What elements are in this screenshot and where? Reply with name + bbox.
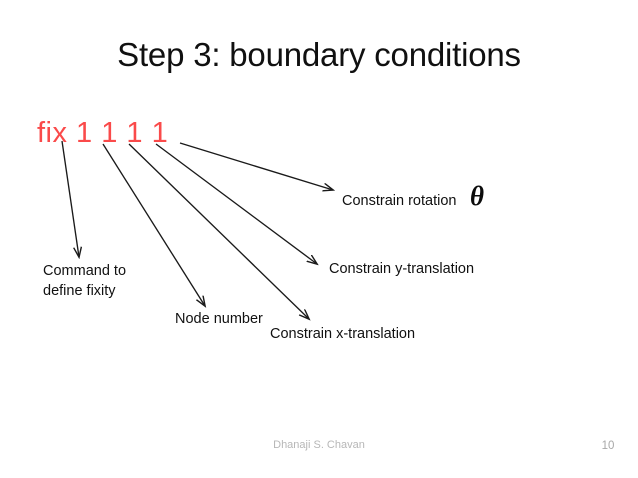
arrow-to-constrain-x-translation <box>128 143 309 319</box>
label-command-to-define-fixity-line1: Command to <box>43 263 127 279</box>
label-command-to-define-fixity: Command to define fixity <box>43 261 126 301</box>
page-title: Step 3: boundary conditions <box>117 36 521 73</box>
footer-page-number: 10 <box>601 440 615 452</box>
label-command-to-define-fixity-line2: define fixity <box>43 283 116 299</box>
label-constrain-x-translation: Constrain x-translation <box>270 326 416 342</box>
arrow-to-constrain-rotation <box>179 142 333 190</box>
fix-command-text: fix 1 1 1 1 <box>37 117 169 149</box>
label-constrain-y-translation: Constrain y-translation <box>329 261 475 277</box>
footer-author: Dhanaji S. Chavan <box>273 439 365 451</box>
label-node-number: Node number <box>175 311 263 327</box>
label-constrain-rotation: Constrain rotation <box>342 193 457 209</box>
arrow-to-constrain-y-translation <box>155 143 317 264</box>
theta-symbol-icon: θ <box>470 181 485 211</box>
arrow-to-command-to-define-fixity <box>61 140 79 257</box>
